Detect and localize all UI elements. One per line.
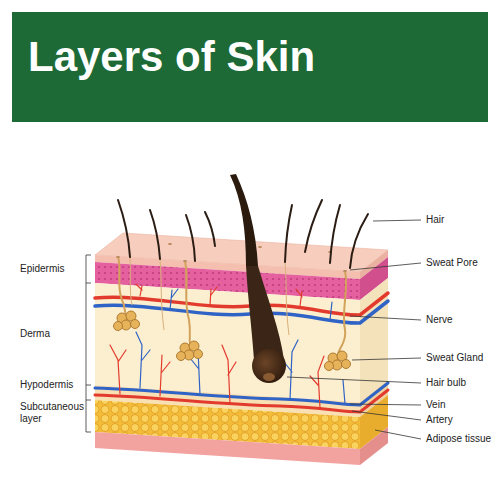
layer-brackets	[86, 255, 91, 432]
part-label: Hair bulb	[426, 377, 466, 389]
part-label: Nerve	[426, 314, 453, 326]
part-label: Adipose tissue	[426, 433, 491, 445]
sweat-duct	[118, 257, 126, 314]
leader-lines	[287, 220, 421, 439]
muscle-side	[360, 427, 388, 465]
hair-shaft	[230, 174, 258, 266]
leader-line	[350, 316, 421, 320]
sweat-pore	[116, 243, 347, 272]
leader-line	[287, 377, 421, 383]
dermis-layer	[95, 283, 360, 402]
layer-label: Derma	[20, 328, 50, 340]
layer-label: Subcutaneous layer	[20, 401, 86, 425]
hair-bulb	[252, 349, 286, 383]
part-label: Hair	[426, 214, 444, 226]
part-label: Vein	[426, 399, 445, 411]
hair-follicle	[230, 174, 286, 383]
muscle-layer	[95, 432, 360, 465]
sweat-duct	[338, 271, 346, 354]
layer-label: Epidermis	[20, 263, 64, 275]
skin-slab	[95, 233, 388, 465]
sweat-gland-coil	[114, 311, 351, 371]
sweat-duct	[185, 261, 190, 344]
leader-line	[375, 430, 421, 439]
part-label: Sweat Pore	[426, 257, 478, 269]
title-text: Layers of Skin	[28, 34, 315, 80]
leader-line	[352, 358, 421, 360]
leader-line	[350, 263, 421, 270]
layer-label: Hypodermis	[20, 379, 73, 391]
dermal-papilla	[263, 373, 275, 381]
leader-line	[352, 411, 421, 420]
follicle	[246, 266, 284, 360]
part-label: Sweat Gland	[426, 352, 483, 364]
hair-strands	[118, 200, 368, 268]
leader-line	[373, 220, 421, 221]
part-label: Artery	[426, 414, 453, 426]
capillaries	[136, 289, 345, 404]
leader-line	[350, 404, 421, 405]
sweat-glands	[114, 243, 351, 371]
